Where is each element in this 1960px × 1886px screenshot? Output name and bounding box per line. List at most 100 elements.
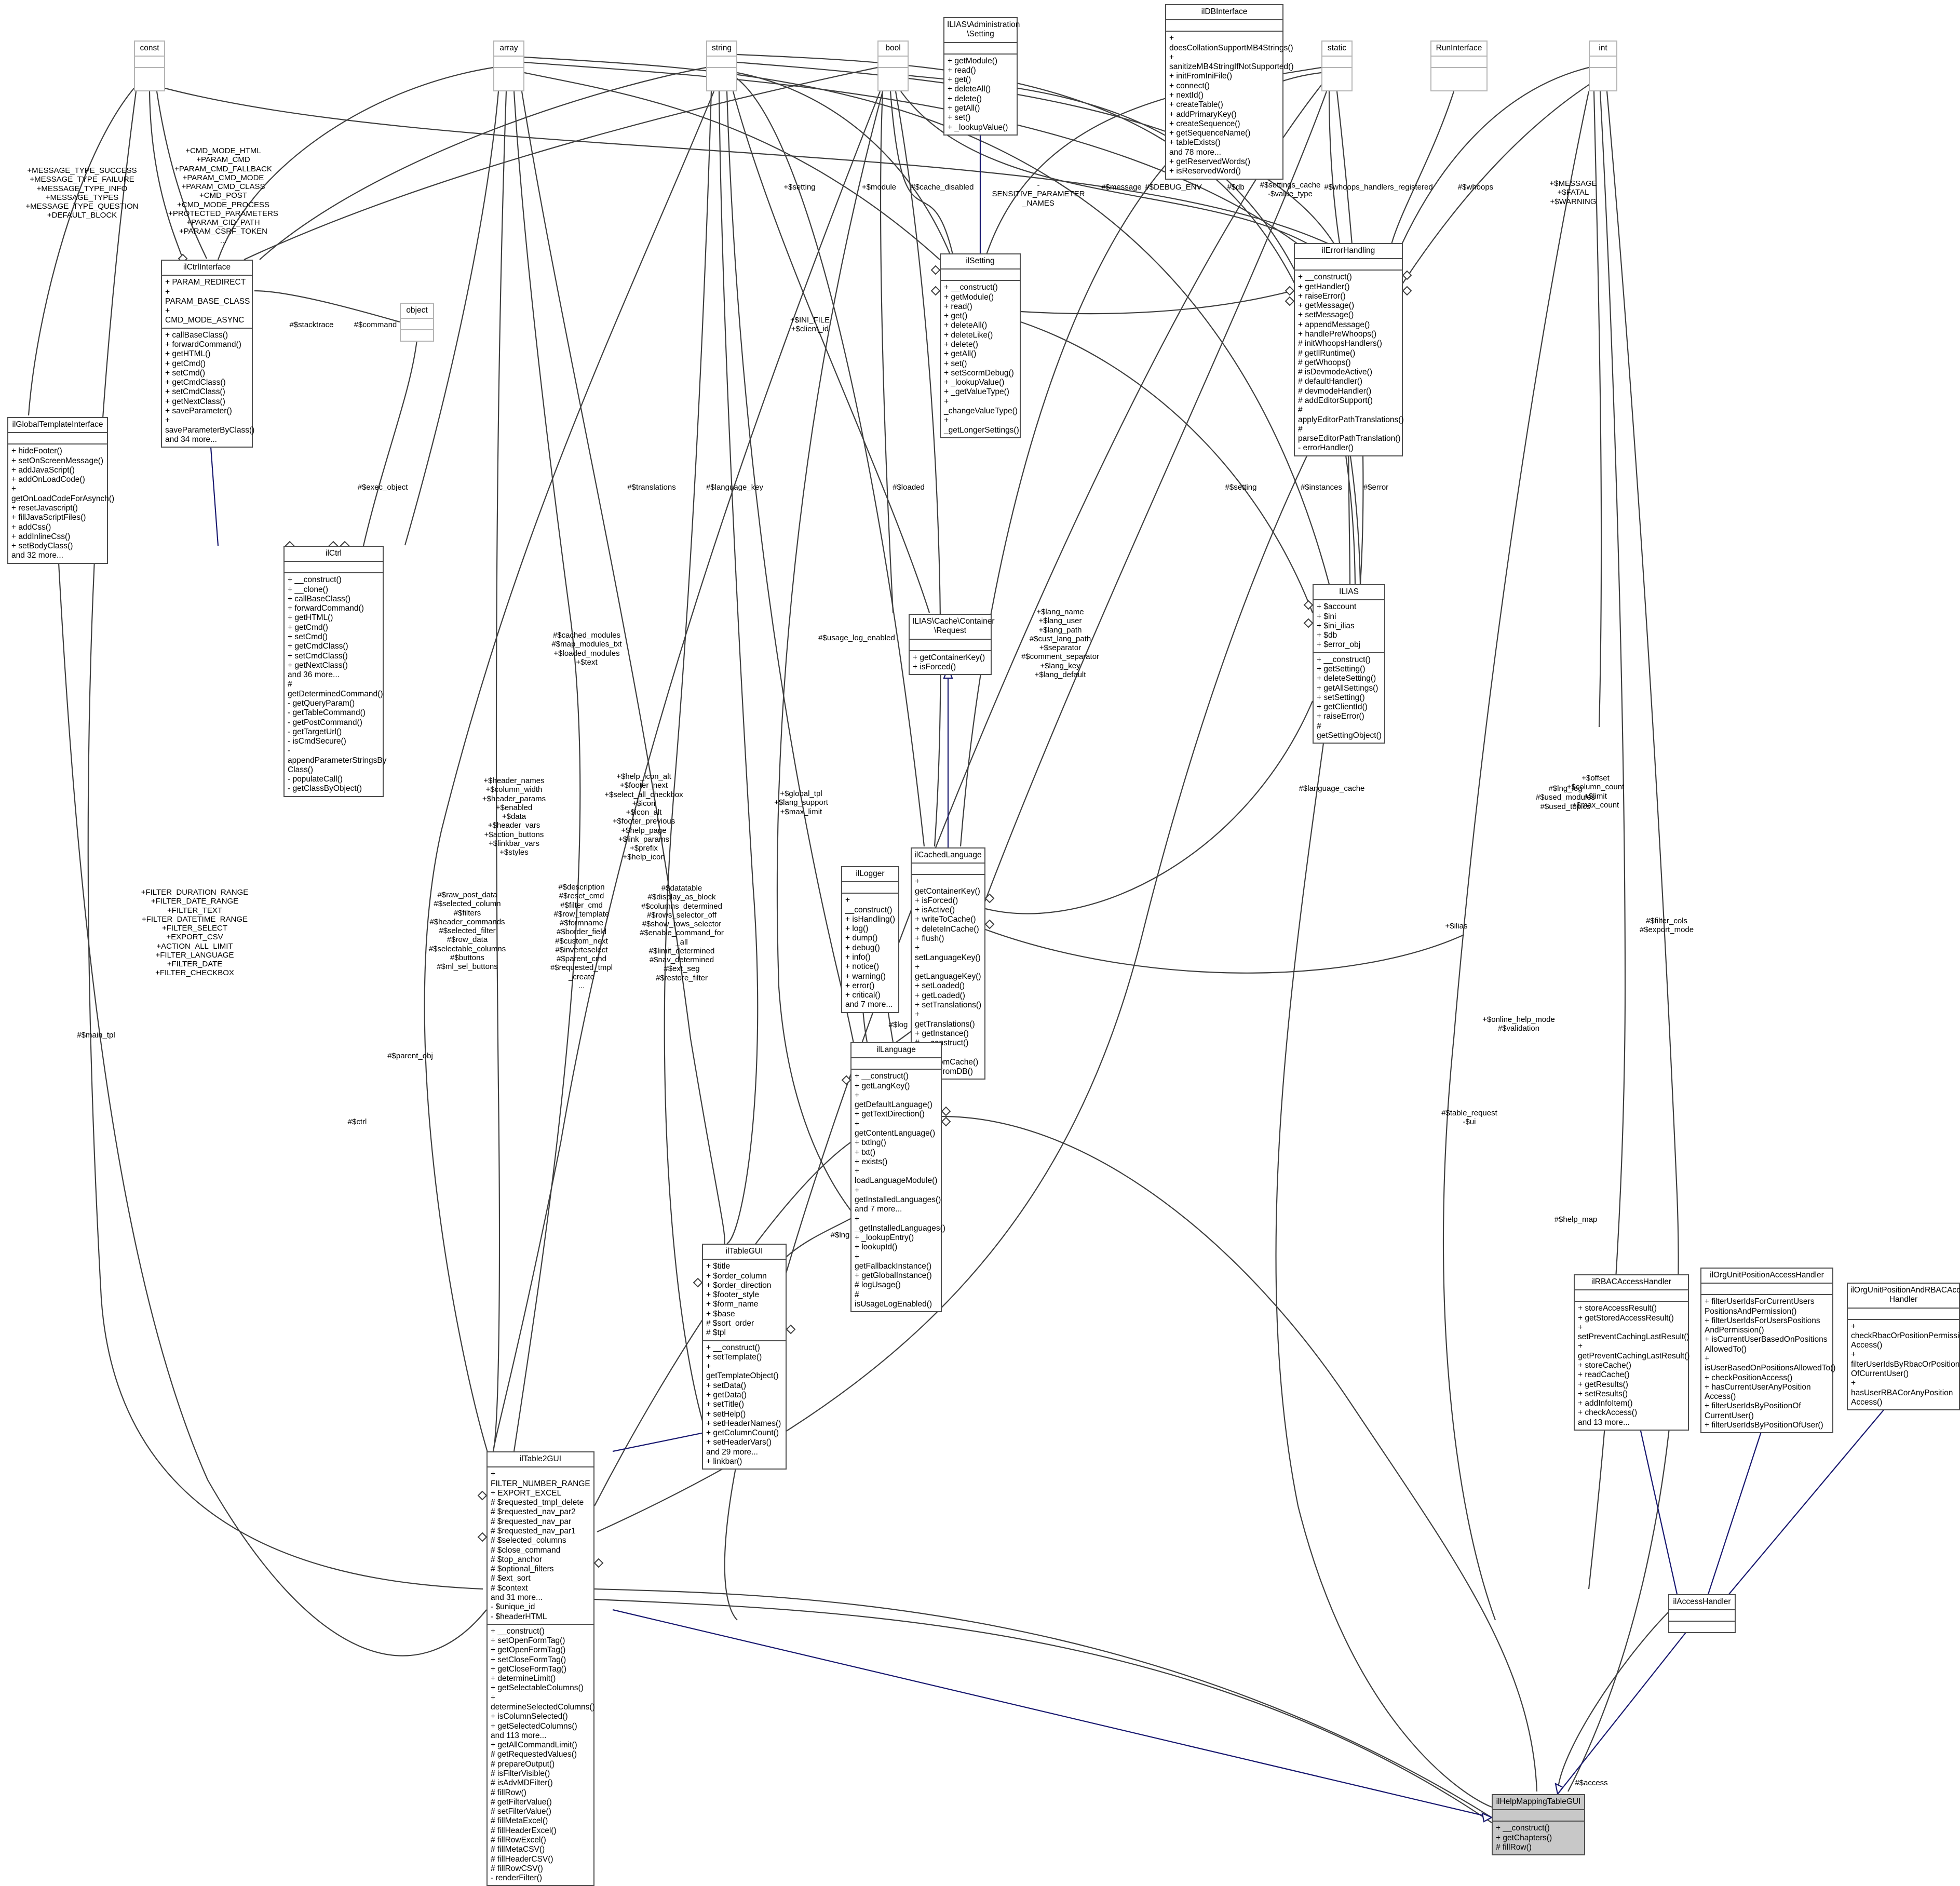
class-node-title: ILIAS\Cache\Container \Request bbox=[912, 617, 995, 636]
class-node-operations: + __construct() + isHandling() + log() +… bbox=[842, 893, 898, 1012]
class-node-operations: + callBaseClass() + forwardCommand() + g… bbox=[162, 327, 254, 447]
class-node-illogger[interactable]: ilLogger+ __construct() + isHandling() +… bbox=[841, 866, 899, 1013]
class-node-object[interactable]: object bbox=[400, 303, 434, 342]
class-node-title: ilCachedLanguage bbox=[914, 851, 982, 859]
class-node-attributes bbox=[944, 42, 1017, 53]
class-node-title: ilOrgUnitPositionAccessHandler bbox=[1710, 1271, 1824, 1279]
edge-label-lbl-online-help: +$online_help_mode #$validation bbox=[1482, 1015, 1555, 1033]
class-node-runinterface[interactable]: RunInterface bbox=[1430, 41, 1488, 91]
class-node-ilctrlinterface[interactable]: ilCtrlInterface + PARAM_REDIRECT + PARAM_… bbox=[161, 260, 254, 448]
class-node-operations bbox=[135, 67, 164, 78]
class-node-ilias_admin_setting[interactable]: ILIAS\Administration \Setting+ getModule… bbox=[943, 17, 1020, 136]
class-node-string[interactable]: string bbox=[706, 41, 737, 91]
class-node-title: ilAccessHandler bbox=[1673, 1597, 1731, 1606]
class-node-attributes bbox=[1493, 1809, 1584, 1821]
class-node-ilsetting[interactable]: ilSetting+ __construct() + getModule() +… bbox=[940, 253, 1021, 438]
edge-label-lbl-whoops-registered: #$whoops_handlers_registered bbox=[1324, 183, 1433, 192]
class-node-title: ilCtrlInterface bbox=[183, 263, 231, 272]
class-node-ilorgunitpositionandrbacaccesshandler[interactable]: ilOrgUnitPositionAndRBACAccess Handler+ … bbox=[1847, 1283, 1960, 1411]
class-node-attributes bbox=[842, 881, 898, 893]
class-node-attributes bbox=[1166, 19, 1282, 31]
class-node-title: ilHelpMappingTableGUI bbox=[1496, 1797, 1581, 1806]
class-node-operations bbox=[494, 67, 523, 78]
class-node-attributes bbox=[1701, 1283, 1832, 1294]
class-node-attributes bbox=[1590, 56, 1616, 67]
class-node-array[interactable]: array bbox=[493, 41, 524, 91]
class-node-attributes bbox=[910, 638, 991, 650]
class-node-attributes bbox=[1848, 1307, 1959, 1319]
class-node-operations: + doesCollationSupportMB4Strings() + san… bbox=[1166, 31, 1294, 178]
edge-label-lbl-message: #$message bbox=[1101, 183, 1142, 192]
edge-label-lbl-message-types: +MESSAGE_TYPE_SUCCESS +MESSAGE_TYPE_FAIL… bbox=[25, 166, 139, 220]
class-node-title: ilSetting bbox=[966, 257, 995, 265]
edge-label-lbl-language-key: #$language_key bbox=[706, 483, 764, 492]
edge-label-lbl-translations: #$translations bbox=[627, 483, 676, 492]
class-node-title: ilTableGUI bbox=[725, 1247, 763, 1256]
class-node-iltable2gui[interactable]: ilTable2GUI + FILTER_NUMBER_RANGE + EXPOR… bbox=[486, 1451, 595, 1886]
class-node-operations: + __construct() + setOpenFormTag() + get… bbox=[488, 1623, 595, 1885]
edge-label-lbl-table-request: #$table_request -$ui bbox=[1441, 1109, 1497, 1127]
class-node-attributes bbox=[878, 56, 908, 67]
class-node-ilglobaltemplateinterface[interactable]: ilGlobalTemplateInterface+ hideFooter() … bbox=[7, 417, 114, 564]
class-node-iltablegui[interactable]: ilTableGUI+ $title + $order_column + $or… bbox=[702, 1244, 787, 1470]
class-node-operations bbox=[1590, 67, 1616, 78]
class-node-ildbinterface[interactable]: ilDBInterface + doesCollationSupportMB4St… bbox=[1165, 4, 1294, 180]
class-node-illanguage[interactable]: ilLanguage+ __construct() + getLangKey()… bbox=[850, 1042, 945, 1313]
edge-label-lbl-ini-file: +$INI_FILE +$client_id bbox=[790, 316, 830, 334]
class-node-ilhelpmappingtablegui[interactable]: ilHelpMappingTableGUI + __construct() + g… bbox=[1492, 1794, 1585, 1856]
edge-label-lbl-command: #$command bbox=[354, 320, 397, 329]
class-node-attributes bbox=[1295, 258, 1402, 270]
class-node-ilias[interactable]: ILIAS+ $account + $ini + $ini_ilias + $d… bbox=[1313, 584, 1385, 744]
class-node-ilias_cache_container_request[interactable]: ILIAS\Cache\Container \Request+ getConta… bbox=[909, 614, 995, 676]
edge-label-lbl-filter-consts: +FILTER_DURATION_RANGE +FILTER_DATE_RANG… bbox=[141, 888, 249, 978]
class-node-attributes bbox=[135, 56, 164, 67]
class-node-ilrbacaccesshandler[interactable]: ilRBACAccessHandler+ storeAccessResult()… bbox=[1574, 1274, 1689, 1431]
class-node-title: ilDBInterface bbox=[1201, 7, 1248, 16]
class-node-bool[interactable]: bool bbox=[877, 41, 909, 91]
class-node-attributes bbox=[912, 863, 984, 874]
class-node-attributes bbox=[494, 56, 523, 67]
class-node-operations: + __construct() + __clone() + callBaseCl… bbox=[285, 572, 386, 796]
edge-label-lbl-db: #$db bbox=[1227, 183, 1245, 192]
class-node-operations: + __construct() + getSetting() + deleteS… bbox=[1314, 652, 1384, 743]
class-node-title: string bbox=[712, 44, 732, 52]
edge-label-lbl-main-tpl: #$main_tpl bbox=[77, 1031, 115, 1040]
edge-label-lbl-raw-post-data: #$raw_post_data #$selected_column #$filt… bbox=[428, 891, 506, 971]
class-node-ilerrorhandling[interactable]: ilErrorHandling+ __construct() + getHand… bbox=[1294, 243, 1404, 456]
edge-label-lbl-description: #$description #$reset_cmd #$filter_cmd #… bbox=[550, 883, 613, 990]
class-node-operations: + storeAccessResult() + getStoredAccessR… bbox=[1575, 1301, 1689, 1430]
class-node-operations: + filterUserIdsForCurrentUsers Positions… bbox=[1701, 1294, 1835, 1432]
edge-label-lbl-setting2: #$setting bbox=[1225, 483, 1257, 492]
class-node-attributes: + FILTER_NUMBER_RANGE + EXPORT_EXCEL # $… bbox=[488, 1466, 593, 1624]
class-node-attributes: + PARAM_REDIRECT + PARAM_BASE_CLASS + CM… bbox=[162, 275, 252, 327]
edge-label-lbl-debug-env: #$DEBUG_ENV bbox=[1145, 183, 1202, 192]
class-node-operations bbox=[707, 67, 736, 78]
edge-label-lbl-help-map: #$help_map bbox=[1554, 1215, 1598, 1224]
class-node-title: RunInterface bbox=[1436, 44, 1482, 52]
class-node-attributes bbox=[401, 318, 433, 329]
class-node-attributes bbox=[707, 56, 736, 67]
class-node-attributes bbox=[1431, 56, 1486, 67]
edge-label-lbl-datatable: #$datatable #$display_as_block #$columns… bbox=[640, 884, 724, 982]
class-node-title: static bbox=[1327, 44, 1347, 52]
class-node-ilctrl[interactable]: ilCtrl+ __construct() + __clone() + call… bbox=[283, 546, 386, 797]
edge-label-lbl-filter-cols: #$filter_cols #$export_mode bbox=[1639, 917, 1694, 935]
class-node-ilorgunitpositionaccesshandler[interactable]: ilOrgUnitPositionAccessHandler + filterUs… bbox=[1700, 1268, 1835, 1434]
class-node-operations bbox=[878, 67, 908, 78]
class-node-operations: + __construct() + getLangKey() + getDefa… bbox=[851, 1069, 945, 1311]
edge-label-lbl-offset: +$offset +$column_count +$limit +$max_co… bbox=[1566, 774, 1625, 810]
class-node-static[interactable]: static bbox=[1321, 41, 1353, 91]
class-node-operations: + __construct() + getChapters() # fillRo… bbox=[1493, 1821, 1584, 1854]
class-node-const[interactable]: const bbox=[134, 41, 165, 91]
class-node-attributes bbox=[1322, 56, 1351, 67]
edge-label-lbl-error: #$error bbox=[1363, 483, 1389, 492]
class-node-attributes bbox=[941, 268, 1020, 280]
class-node-title: ilTable2GUI bbox=[519, 1454, 562, 1463]
class-node-operations: + hideFooter() + setOnScreenMessage() + … bbox=[8, 443, 114, 562]
class-node-attributes bbox=[1575, 1289, 1688, 1301]
edge-label-lbl-sensitive: -SENSITIVE_PARAMETER _NAMES bbox=[992, 181, 1085, 208]
class-node-int[interactable]: int bbox=[1589, 41, 1617, 91]
edge-label-lbl-ilias: +$ilias bbox=[1445, 922, 1468, 931]
class-node-ilaccesshandler[interactable]: ilAccessHandler bbox=[1668, 1594, 1736, 1634]
